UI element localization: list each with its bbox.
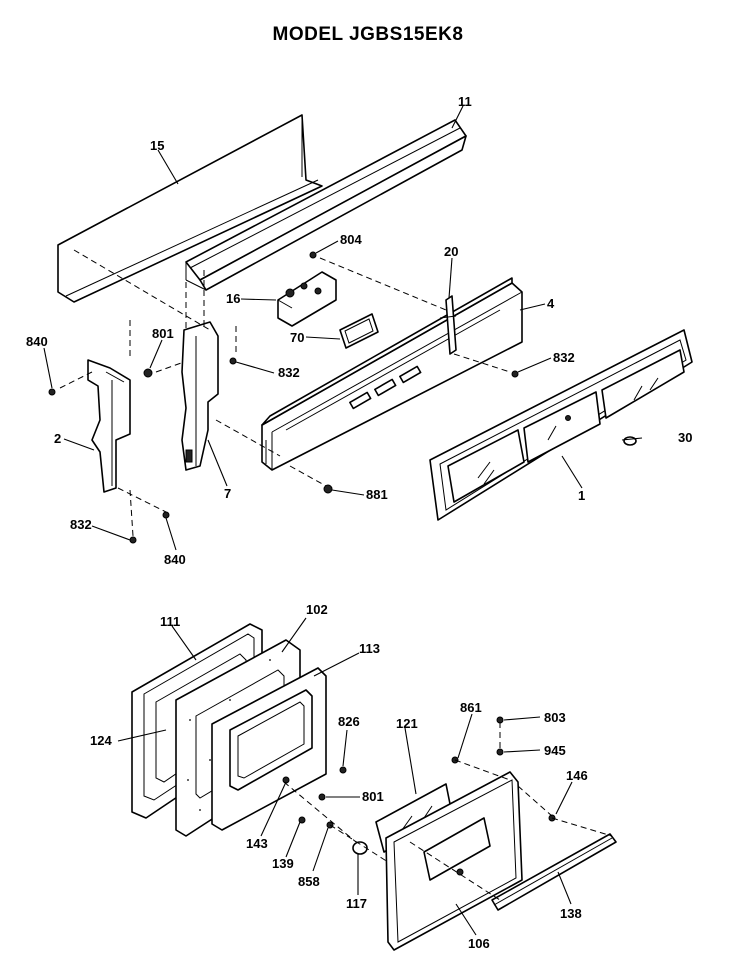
label-945: 945 [544, 743, 566, 758]
part-1-front-panel [429, 329, 693, 521]
label-124: 124 [90, 733, 112, 748]
part-15-rear-panel [57, 114, 323, 303]
label-840-lower: 840 [164, 552, 186, 567]
label-102: 102 [306, 602, 328, 617]
label-106: 106 [468, 936, 490, 951]
label-11: 11 [458, 94, 472, 109]
part-117-hinge [352, 841, 368, 855]
part-138-door-handle [491, 833, 617, 911]
label-121: 121 [396, 716, 418, 731]
label-804: 804 [340, 232, 362, 247]
upper-screws [48, 251, 519, 544]
label-146: 146 [566, 768, 588, 783]
leader-lines [43, 105, 643, 936]
label-803: 803 [544, 710, 566, 725]
label-840-upper: 840 [26, 334, 48, 349]
label-801-lower: 801 [362, 789, 384, 804]
label-858: 858 [298, 874, 320, 889]
label-2: 2 [54, 431, 61, 446]
label-861: 861 [460, 700, 482, 715]
label-20: 20 [444, 244, 458, 259]
label-111: 111 [160, 614, 180, 629]
part-20-bracket [439, 295, 457, 355]
part-labels: 15 11 804 20 16 4 70 801 840 832 832 2 7… [26, 94, 692, 951]
part-11-top-rail [185, 119, 467, 291]
part-113-door-inner-panel [211, 667, 327, 831]
label-139: 139 [272, 856, 294, 871]
label-832-upper-right: 832 [553, 350, 575, 365]
label-881: 881 [366, 487, 388, 502]
part-2-left-bracket [87, 359, 131, 493]
part-16-control-module [277, 271, 337, 327]
label-70: 70 [290, 330, 304, 345]
label-832-upper-center: 832 [278, 365, 300, 380]
label-113: 113 [359, 641, 380, 656]
lower-assembly-lines [283, 722, 613, 901]
upper-assembly-lines [59, 249, 511, 537]
label-7: 7 [224, 486, 231, 501]
part-70-trim [339, 313, 379, 349]
label-16: 16 [226, 291, 240, 306]
part-7-end-bracket [181, 321, 219, 471]
part-30-knob [623, 436, 637, 446]
label-117: 117 [346, 896, 367, 911]
label-832-lower-left: 832 [70, 517, 92, 532]
label-138: 138 [560, 906, 582, 921]
label-15: 15 [150, 138, 164, 153]
label-1: 1 [578, 488, 585, 503]
label-30: 30 [678, 430, 692, 445]
page-title: MODEL JGBS15EK8 [272, 24, 464, 45]
label-143: 143 [246, 836, 268, 851]
part-106-outer-door [385, 771, 523, 951]
label-4: 4 [547, 296, 555, 311]
label-801-upper: 801 [152, 326, 174, 341]
label-826: 826 [338, 714, 360, 729]
